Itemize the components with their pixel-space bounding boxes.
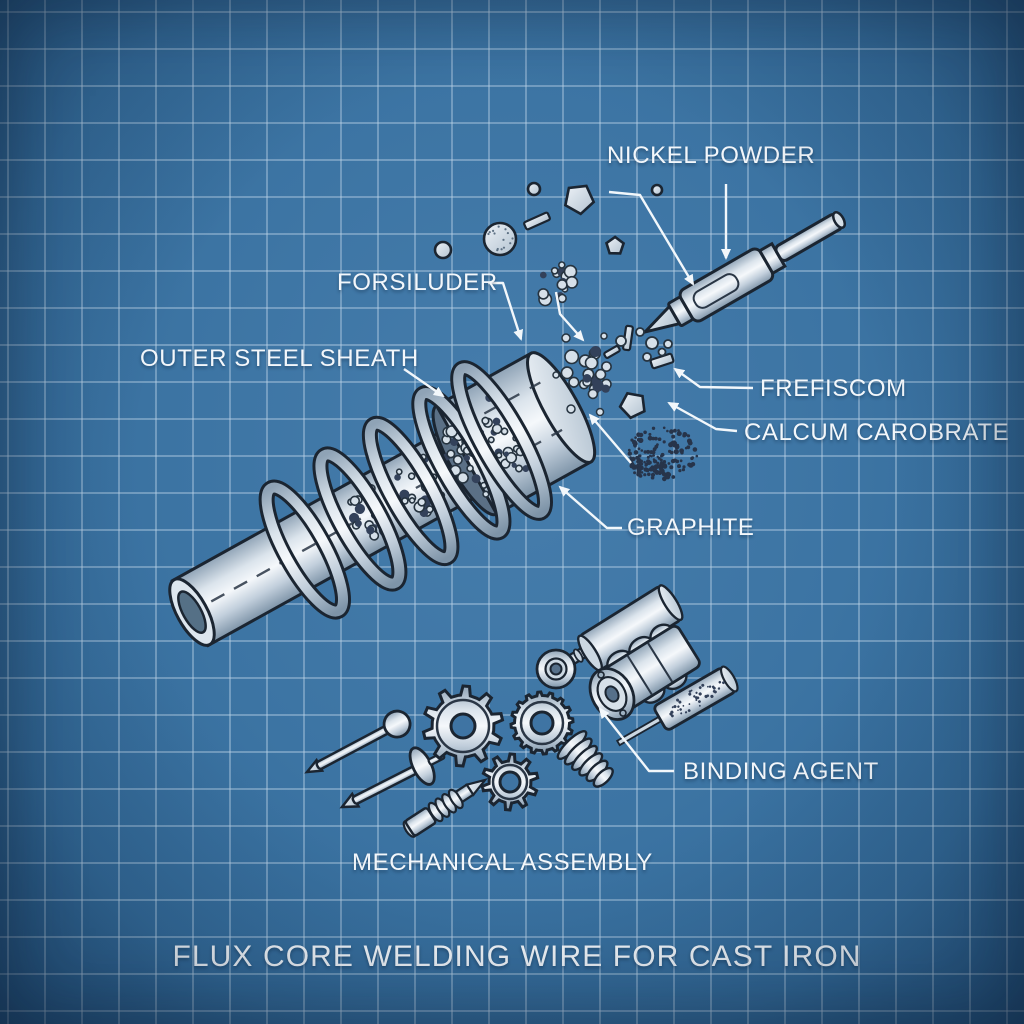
leader-arrows — [403, 184, 754, 773]
small-gear — [480, 752, 540, 812]
worm-spring — [556, 730, 614, 788]
graphite-powder-pile — [627, 426, 699, 482]
flux-ingredient-particles — [433, 181, 675, 420]
cylinder-end-face — [526, 351, 597, 464]
label-outer-steel-sheath: OUTER STEEL SHEATH — [140, 345, 419, 372]
label-calcum-carobrate: CALCUM CAROBRATE — [744, 419, 1010, 446]
label-mechanical-assembly: MECHANICAL ASSEMBLY — [352, 849, 653, 876]
threaded-bolt — [402, 777, 489, 838]
label-forsiluder: FORSILUDER — [337, 269, 498, 296]
coupling-flange — [588, 667, 636, 721]
bearing-ring-gear — [509, 690, 575, 756]
outer-steel-sheath-coil — [258, 360, 554, 620]
label-nickel-powder: NICKEL POWDER — [607, 142, 816, 169]
speckled-rod — [615, 665, 739, 747]
shaft-with-disc — [339, 746, 446, 809]
diagram-title: FLUX CORE WELDING WIRE FOR CAST IRON — [172, 940, 862, 973]
label-frefiscom: FREFISCOM — [760, 375, 907, 402]
tube-bore — [177, 590, 207, 634]
flux-core-wire-assembly — [168, 351, 597, 648]
gears — [421, 684, 575, 812]
rod-with-ball — [304, 709, 412, 774]
label-binding-agent: BINDING AGENT — [683, 758, 879, 785]
large-gear — [421, 684, 505, 768]
mechanical-assembly-parts — [304, 584, 739, 838]
welding-rod — [640, 211, 847, 335]
label-graphite: GRAPHITE — [627, 514, 755, 541]
